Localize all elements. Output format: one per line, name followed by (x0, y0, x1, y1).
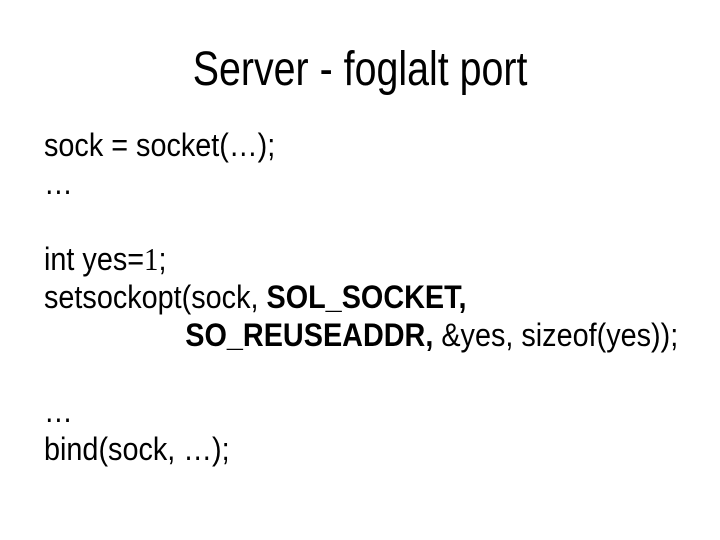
code-segment: sock = socket(…); (44, 127, 276, 163)
code-segment: setsockopt(sock, (44, 279, 267, 315)
code-segment: … (44, 165, 73, 201)
code-line: int yes=1; (44, 240, 705, 278)
slide-title: Server - foglalt port (192, 43, 528, 96)
code-segment: SO_REUSEADDR, (185, 317, 434, 353)
code-segment: … (44, 393, 73, 429)
code-segment: bind(sock, …); (44, 431, 230, 467)
code-block: sock = socket(…);…int yes=1;setsockopt(s… (44, 126, 705, 468)
slide-title-wrap: Server - foglalt port (0, 46, 720, 94)
code-line-blank (44, 354, 705, 392)
code-line: setsockopt(sock, SOL_SOCKET, (44, 278, 705, 316)
code-line: … (44, 392, 705, 430)
code-segment: SOL_SOCKET, (266, 279, 467, 315)
code-line-blank (44, 202, 705, 240)
code-segment: int yes= (44, 241, 145, 277)
code-line: bind(sock, …); (44, 430, 705, 468)
code-line: SO_REUSEADDR, &yes, sizeof(yes)); (44, 316, 705, 354)
code-line: … (44, 164, 705, 202)
code-segment: &yes, sizeof(yes)); (433, 317, 679, 353)
code-line: sock = socket(…); (44, 126, 705, 164)
code-segment: 1 (144, 241, 159, 277)
code-segment: ; (158, 241, 167, 277)
